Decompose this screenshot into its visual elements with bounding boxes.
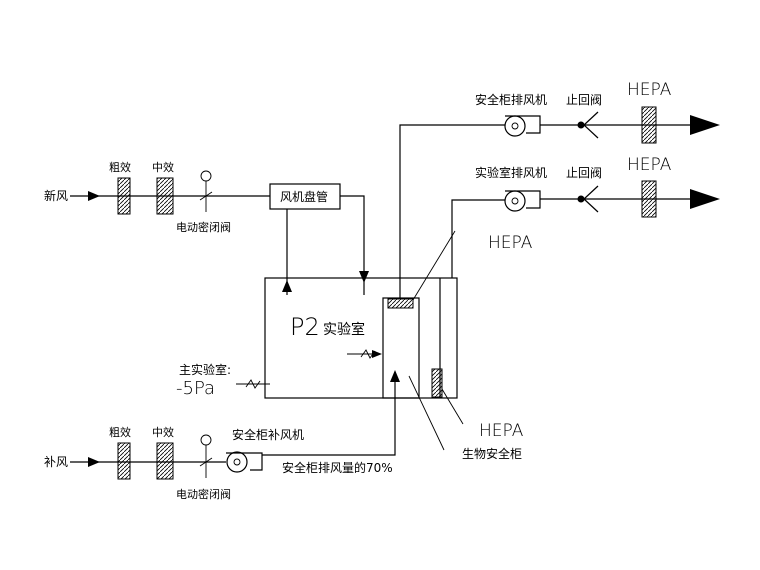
cabinet-top-hepa — [387, 298, 414, 309]
cabinet-exhaust-duct — [399, 124, 505, 298]
fresh-coarse-filter — [117, 177, 131, 215]
makeup-coarse-filter — [117, 442, 131, 480]
lab-check-valve-icon — [577, 185, 599, 213]
hepa-lower-leader — [441, 388, 464, 425]
make-up-air-arrow — [88, 457, 100, 467]
fresh-air-label: 新风 — [44, 188, 68, 203]
lab-exhaust-branch: 实验室排风机 止回阀 HEPA — [451, 155, 720, 278]
fan-coil-supply-arrow — [282, 280, 292, 292]
makeup-medium-label: 中效 — [152, 425, 174, 439]
room-p2-label: P2 — [290, 313, 320, 341]
lab-exhaust-arrow — [690, 189, 720, 209]
hepa-top-label: HEPA — [488, 233, 533, 253]
cabinet-check-valve-label: 止回阀 — [566, 93, 602, 107]
fan-coil-unit: 风机盘管 — [269, 183, 369, 295]
lab-exhaust-fan-icon — [504, 190, 541, 212]
cabinet-exhaust-fan-label: 安全柜排风机 — [475, 92, 547, 107]
fresh-damper-label: 电动密闭阀 — [176, 220, 231, 234]
cabinet-lower-hepa — [431, 368, 443, 398]
main-lab-label: 主实验室: — [179, 362, 231, 377]
bio-safety-cabinet-label: 生物安全柜 — [462, 446, 522, 461]
fresh-air-branch: 新风 粗效 中效 电动密闭阀 — [44, 160, 270, 234]
bio-safety-cabinet: HEPA HEPA 生物安全柜 — [382, 230, 533, 461]
fresh-damper-icon — [199, 170, 213, 212]
room-name-label: 实验室 — [323, 321, 365, 338]
lab-exhaust-hepa-filter — [641, 180, 657, 218]
cabinet-exhaust-hepa-filter — [641, 106, 657, 144]
pressure-break — [245, 379, 261, 389]
makeup-ratio-label: 安全柜排风量的70% — [282, 460, 393, 475]
lab-exhaust-fan-label: 实验室排风机 — [475, 165, 547, 180]
fan-coil-label: 风机盘管 — [280, 189, 328, 204]
hepa-top-leader — [412, 230, 456, 301]
cabinet-exhaust-hepa-label: HEPA — [627, 80, 672, 100]
cabinet-makeup-fan-label: 安全柜补风机 — [232, 427, 304, 442]
fresh-air-arrow — [88, 191, 100, 201]
makeup-coarse-label: 粗效 — [109, 425, 131, 439]
cabinet-airflow-arrow — [390, 370, 400, 382]
make-up-air-branch: 补风 粗效 中效 电动密闭阀 安全柜补风机 安全柜排风量的70% — [44, 398, 396, 501]
fresh-coarse-label: 粗效 — [109, 160, 131, 174]
cabinet-exhaust-arrow — [690, 115, 720, 135]
fan-coil-return-duct — [340, 195, 365, 295]
lab-room: P2 实验室 — [264, 277, 458, 399]
room-transfer-arrow — [372, 350, 382, 358]
lab-exhaust-hepa-label: HEPA — [627, 155, 672, 175]
lab-exhaust-duct — [451, 199, 505, 278]
fresh-medium-filter — [156, 177, 174, 215]
lab-check-valve-label: 止回阀 — [566, 166, 602, 180]
make-up-air-label: 补风 — [44, 455, 68, 469]
makeup-damper-label: 电动密闭阀 — [176, 487, 231, 501]
cabinet-check-valve-icon — [577, 111, 599, 139]
cabinet-makeup-duct — [262, 398, 396, 456]
cabinet-body — [382, 297, 420, 399]
pressure-value: -5Pa — [176, 378, 215, 399]
pressure-annotation: 主实验室: -5Pa — [176, 362, 270, 399]
fresh-medium-label: 中效 — [152, 160, 174, 174]
lab-room-outline — [264, 277, 458, 399]
cabinet-exhaust-fan-icon — [504, 115, 541, 137]
fan-coil-return-arrow — [359, 271, 369, 283]
hepa-lower-label: HEPA — [479, 421, 524, 441]
makeup-medium-filter — [156, 442, 174, 480]
cabinet-makeup-fan-icon — [226, 451, 263, 473]
cabinet-leader — [408, 375, 445, 451]
makeup-damper-icon — [199, 434, 213, 478]
cabinet-exhaust-branch: 安全柜排风机 止回阀 HEPA — [399, 80, 720, 298]
